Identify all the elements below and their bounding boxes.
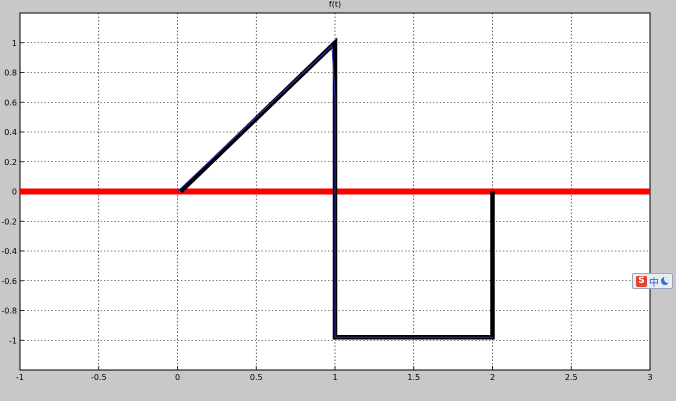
ime-logo-icon: S (636, 275, 647, 287)
x-tick-label: 0.5 (250, 373, 263, 382)
x-tick-label: -1 (16, 373, 24, 382)
ime-language-label[interactable]: 中 (649, 277, 659, 289)
ticks: -1 -0.5 0 0.5 1 1.5 2 2.5 3 -1 -0.8 -0.6 -0.4 -0.2 0 0.… (1, 39, 652, 382)
x-tick-label: 2.5 (565, 373, 578, 382)
moon-icon[interactable] (661, 277, 669, 285)
x-tick-label: 3 (647, 373, 652, 382)
y-tick-label: 0.2 (4, 158, 17, 167)
y-tick-label: 0.8 (4, 69, 17, 78)
series-line-2 (177, 44, 493, 338)
y-tick-label: -0.4 (1, 247, 17, 256)
chart-title: f(t) (329, 0, 341, 9)
y-tick-label: -0.2 (1, 217, 17, 226)
x-tick-label: 1 (332, 373, 337, 382)
x-tick-label: 0 (175, 373, 180, 382)
ime-toolbar[interactable]: S 中 (632, 273, 673, 289)
y-tick-label: -0.6 (1, 277, 17, 286)
x-tick-label: 2 (490, 373, 495, 382)
y-tick-label: -1 (9, 336, 17, 345)
y-tick-label: 0.4 (4, 128, 17, 137)
y-tick-label: 0 (12, 188, 17, 197)
y-tick-label: 0.6 (4, 98, 17, 107)
x-tick-label: 1.5 (407, 373, 420, 382)
x-tick-label: -0.5 (91, 373, 107, 382)
y-tick-label: 1 (12, 39, 17, 48)
y-tick-label: -0.8 (1, 307, 17, 316)
series-layer (20, 37, 650, 340)
